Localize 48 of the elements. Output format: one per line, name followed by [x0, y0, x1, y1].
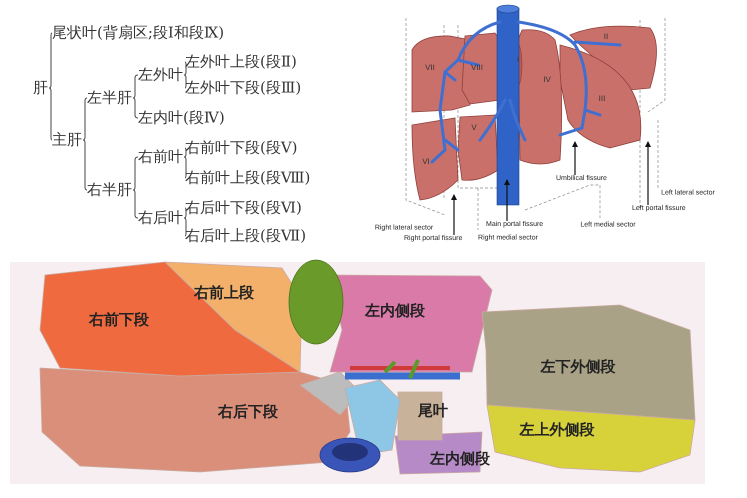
brace — [82, 98, 88, 140]
tree-item: 右后叶 — [138, 210, 183, 226]
brace — [82, 140, 88, 190]
tree-item: 右前叶下段(段Ⅴ) — [185, 140, 298, 156]
brace — [132, 156, 138, 190]
segment-label: 右前上段 — [194, 286, 254, 300]
tree-item: 右前叶 — [138, 150, 183, 164]
tree-item: 右前叶上段(段Ⅷ) — [185, 170, 310, 186]
arrow — [572, 141, 578, 175]
segment-label: 右后下段 — [218, 404, 278, 420]
brace — [132, 190, 138, 218]
segment-label: 左内侧段 — [430, 452, 490, 466]
arrow — [504, 179, 510, 221]
tree-item: 主肝 — [52, 132, 82, 148]
tree-item: 肝 — [33, 80, 48, 96]
numeral: VIII — [471, 64, 483, 72]
tree-item: 右后叶下段(段Ⅵ) — [185, 200, 302, 216]
segment-label: 右前下段 — [89, 312, 149, 328]
brace — [184, 218, 186, 236]
numeral: V — [471, 124, 477, 132]
arrow — [645, 141, 651, 205]
numeral: III — [598, 95, 606, 103]
tree-item: 右后叶上段(段Ⅶ) — [185, 228, 306, 244]
brace — [48, 32, 52, 88]
tree-item: 左外叶上段(段Ⅱ) — [185, 54, 297, 70]
numeral: VI — [422, 158, 430, 166]
arrow — [451, 194, 457, 235]
tree-item: 左半肝 — [87, 90, 132, 106]
segment-label: 左内侧段 — [365, 304, 425, 318]
tree-item: 左内叶(段Ⅳ) — [138, 110, 225, 126]
tree-item: 右半肝 — [87, 182, 132, 198]
numeral: VII — [425, 64, 435, 72]
brace — [48, 88, 52, 140]
tree-item: 左外叶 — [138, 68, 183, 82]
brace — [184, 74, 186, 88]
brace — [184, 156, 186, 178]
segment-label: 左下外侧段 — [540, 360, 616, 374]
tree-item: 尾状叶(背扇区;段Ⅰ和段Ⅸ) — [52, 26, 224, 40]
numeral: IV — [543, 76, 551, 84]
segment-label: 尾叶 — [418, 404, 448, 418]
brace — [184, 148, 186, 158]
brace — [132, 74, 138, 98]
segment-label: 左上外侧段 — [520, 422, 594, 438]
brace — [132, 98, 138, 118]
brace — [184, 62, 186, 76]
numeral: II — [604, 33, 608, 41]
brace — [184, 208, 186, 218]
tree-item: 左外叶下段(段Ⅲ) — [185, 80, 302, 96]
